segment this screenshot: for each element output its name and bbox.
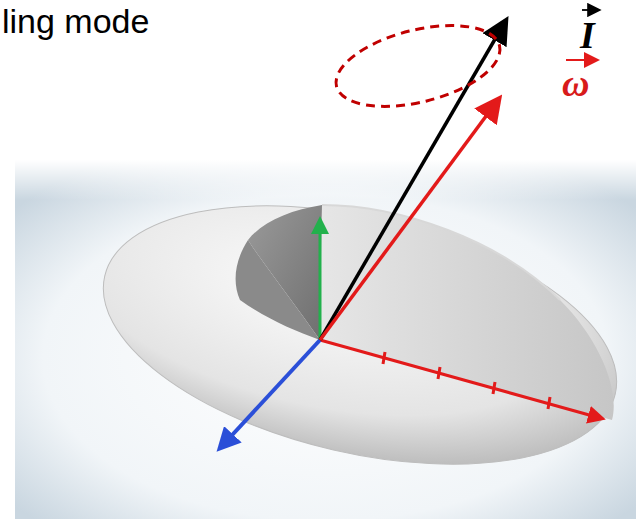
- vector-symbol: ω: [562, 64, 589, 102]
- slide-title-fragment: ling mode: [2, 4, 149, 38]
- vector-symbol: I: [580, 16, 595, 54]
- vector-accent: [566, 10, 598, 60]
